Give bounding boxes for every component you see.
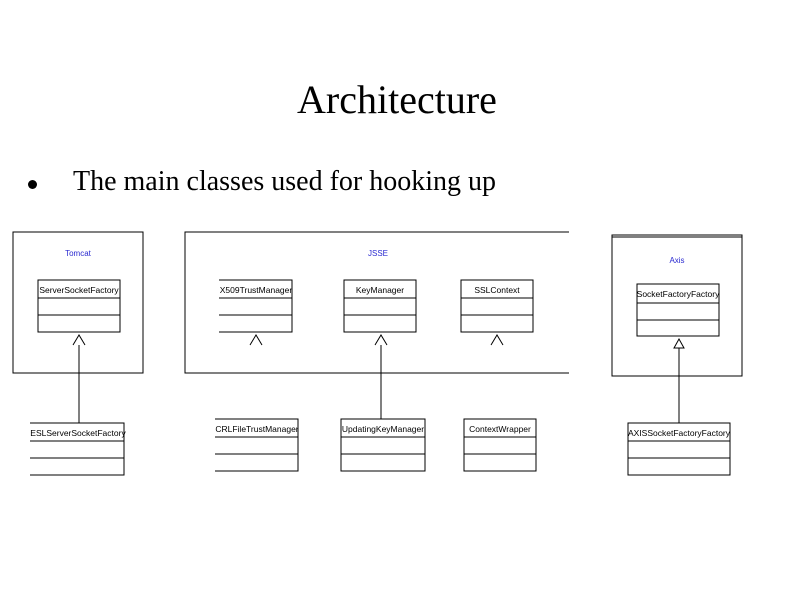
class-label-key-manager: KeyManager	[356, 285, 404, 295]
package-axis: Axis	[611, 234, 743, 377]
class-label-updating-key-manager: UpdatingKeyManager	[342, 424, 424, 434]
inheritance-link-wrapper-to-ssl-context	[490, 334, 504, 346]
class-label-context-wrapper: ContextWrapper	[469, 424, 531, 434]
package-label-jsse: JSSE	[368, 249, 388, 258]
inheritance-link-axis-to-socket-factory-factory	[673, 337, 685, 423]
inheritance-link-esl-to-server-socket-factory	[72, 334, 86, 423]
class-box-ssl-context: SSLContext	[460, 279, 534, 333]
bullet-text: The main classes used for hooking up	[73, 166, 497, 197]
hollow-arrowhead-icon	[249, 334, 263, 346]
hollow-arrowhead-icon	[673, 337, 685, 349]
package-tomcat: Tomcat	[12, 231, 144, 374]
class-label-esl-server-socket-factory: ESLServerSocketFactory	[30, 428, 126, 438]
package-jsse: JSSE	[184, 231, 569, 374]
class-label-axis-socket-factory-factory: AXISSocketFactoryFactory	[628, 428, 731, 438]
hollow-arrowhead-icon	[374, 334, 388, 346]
hollow-arrowhead-icon	[72, 334, 86, 346]
class-box-x509-trust-manager: X509TrustManager	[219, 279, 293, 333]
class-label-server-socket-factory: ServerSocketFactory	[39, 285, 119, 295]
class-box-crl-file-trust-manager: CRLFileTrustManager	[215, 418, 299, 472]
realization-link-updating-to-key-manager	[374, 334, 388, 419]
class-box-server-socket-factory: ServerSocketFactory	[37, 279, 121, 333]
class-box-updating-key-manager: UpdatingKeyManager	[340, 418, 426, 472]
package-label-axis: Axis	[669, 256, 684, 265]
class-box-context-wrapper: ContextWrapper	[463, 418, 537, 472]
class-box-esl-server-socket-factory: ESLServerSocketFactory	[30, 422, 126, 476]
slide-title: Architecture	[297, 77, 497, 122]
bullet-item: The main classes used for hooking up	[28, 166, 496, 198]
realization-link-crl-to-x509-trust-manager	[249, 334, 263, 346]
class-label-socket-factory-factory: SocketFactoryFactory	[637, 289, 720, 299]
class-label-ssl-context: SSLContext	[474, 285, 520, 295]
class-label-x509-trust-manager: X509TrustManager	[220, 285, 293, 295]
class-label-crl-file-trust-manager: CRLFileTrustManager	[215, 424, 298, 434]
class-box-key-manager: KeyManager	[343, 279, 417, 333]
package-label-tomcat: Tomcat	[65, 249, 92, 258]
bullet-dot-icon	[28, 179, 37, 189]
class-box-socket-factory-factory: SocketFactoryFactory	[636, 283, 720, 337]
hollow-arrowhead-icon	[490, 334, 504, 346]
class-box-axis-socket-factory-factory: AXISSocketFactoryFactory	[627, 422, 731, 476]
